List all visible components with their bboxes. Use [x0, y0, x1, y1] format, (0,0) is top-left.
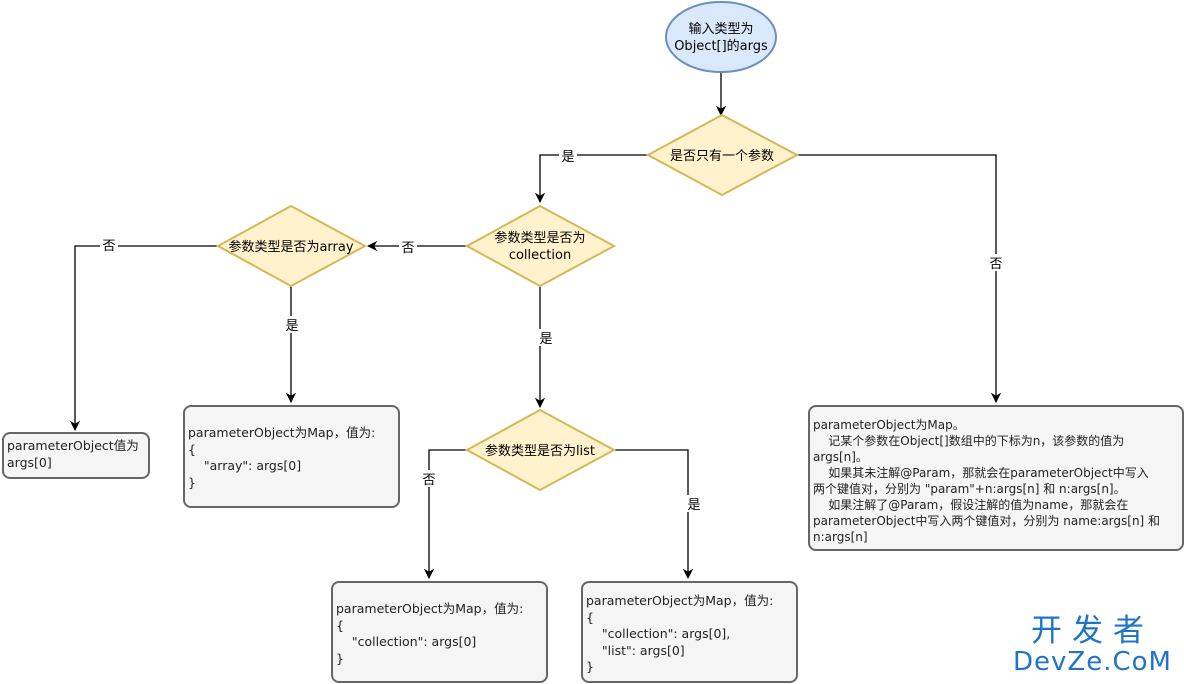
- box-line: }: [336, 650, 344, 666]
- box-line: args[0]: [7, 454, 52, 470]
- edge-list-no: [423, 449, 467, 580]
- decision-array: 参数类型是否为array: [215, 204, 368, 288]
- label-array-no: 否: [102, 239, 115, 254]
- box-multi-param-map: parameterObject为Map。 记某个参数在Object[]数组中的下…: [808, 405, 1184, 551]
- box-line: 记某个参数在Object[]数组中的下标为n，该参数的值为: [813, 434, 1125, 448]
- box-array-map: parameterObject为Map，值为: { "array": args[…: [183, 405, 400, 508]
- decision-collection-line-2: collection: [509, 248, 571, 263]
- box-line: "list": args[0]: [586, 642, 685, 658]
- box-line: "collection": args[0]: [336, 634, 477, 649]
- box-line: "collection": args[0],: [586, 626, 731, 641]
- box-line: parameterObject为Map。: [813, 418, 965, 432]
- box-line: {: [188, 441, 196, 457]
- edge-single-param-yes: [534, 154, 648, 204]
- watermark-logo: 开发者 DevZe.CoM: [1013, 614, 1172, 676]
- decision-collection: 参数类型是否为 collection: [464, 204, 617, 288]
- edge-list-yes: [614, 449, 694, 580]
- box-collection-map: parameterObject为Map，值为: { "collection": …: [331, 581, 548, 683]
- label-list-no: 否: [422, 473, 435, 488]
- label-single-param-yes: 是: [561, 150, 574, 165]
- edges: [69, 72, 1002, 580]
- box-parameter-args0: parameterObject值为 args[0]: [2, 432, 150, 479]
- box-line: 如果注解了@Param，假设注解的值为name，那就会在: [813, 498, 1129, 512]
- label-collection-yes: 是: [539, 332, 552, 347]
- watermark-cn: 开发者: [1031, 613, 1154, 649]
- box-line: "array": args[0]: [188, 458, 302, 473]
- decision-single-param: 是否只有一个参数: [645, 113, 800, 197]
- start-node: 输入类型为 Object[]的args: [665, 1, 777, 73]
- box-line: {: [586, 609, 594, 625]
- box-line: parameterObject值为: [7, 438, 139, 453]
- box-line: n:args[n]: [813, 530, 868, 544]
- decision-list-text: 参数类型是否为list: [485, 443, 595, 459]
- start-node-line-1: 输入类型为: [688, 21, 753, 37]
- label-list-yes: 是: [687, 498, 700, 513]
- start-node-line-2: Object[]的args: [674, 38, 768, 54]
- box-line: 两个键值对，分别为 "param"+n:args[n] 和 n:args[n]。: [813, 482, 1126, 496]
- box-line: parameterObject为Map，值为:: [188, 425, 376, 440]
- edge-labels: 是 否 否 是 否 是 否 是: [100, 147, 1005, 513]
- box-line: }: [586, 659, 594, 674]
- box-line: args[n]。: [813, 450, 868, 464]
- decision-array-text: 参数类型是否为array: [228, 239, 353, 255]
- box-line: {: [336, 617, 344, 633]
- decision-single-param-text: 是否只有一个参数: [670, 148, 774, 164]
- watermark-en: DevZe.CoM: [1013, 647, 1172, 677]
- label-collection-no: 否: [401, 241, 414, 256]
- box-line: parameterObject为Map，值为:: [586, 593, 774, 608]
- label-single-param-no: 否: [989, 257, 1002, 272]
- edge-single-param-no: [797, 154, 1002, 404]
- edge-array-no: [69, 245, 218, 432]
- box-line: 如果其未注解@Param，那就会在parameterObject中写入: [813, 466, 1149, 480]
- box-line: parameterObject中写入两个键值对，分别为 name:args[n]…: [813, 514, 1161, 528]
- box-line: }: [188, 474, 196, 490]
- box-list-map: parameterObject为Map，值为: { "collection": …: [581, 581, 798, 683]
- decision-list: 参数类型是否为list: [464, 408, 617, 492]
- box-line: parameterObject为Map，值为:: [336, 601, 524, 616]
- decision-collection-line-1: 参数类型是否为: [494, 230, 585, 246]
- label-array-yes: 是: [285, 319, 298, 334]
